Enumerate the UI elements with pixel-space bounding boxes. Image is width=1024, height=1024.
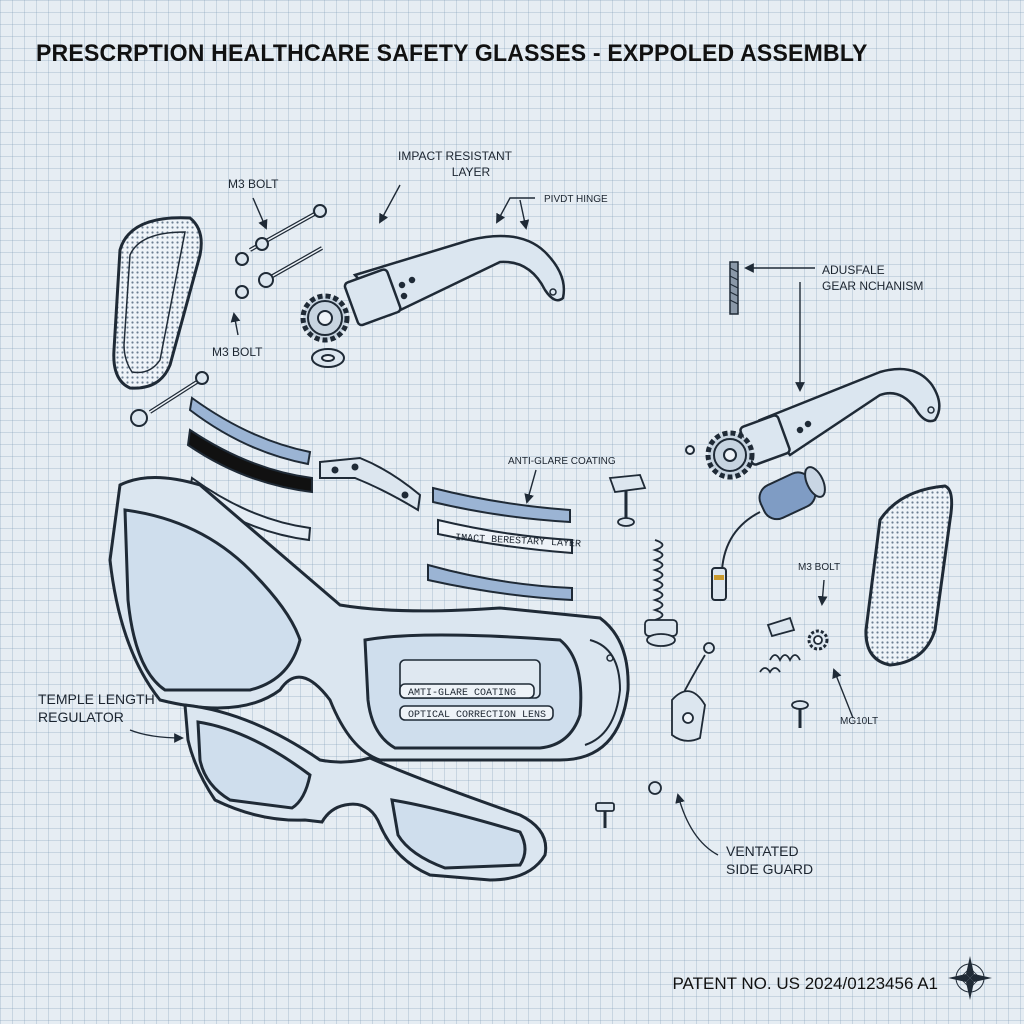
label-m3-bolt-right: M3 BOLT: [798, 562, 841, 573]
label-impact-resistant-line1: IMPACT RESISTANT: [398, 149, 513, 163]
label-ventilated-side-guard: VENTATED SIDE GUARD: [726, 842, 813, 878]
m3-bolt-upper: [235, 204, 327, 266]
motor-assembly: [711, 466, 826, 601]
lens-layer-strips-center: [427, 486, 573, 602]
upper-temple-arm: [343, 234, 566, 327]
label-temple-length-regulator: TEMPLE LENGTH REGULATOR: [38, 690, 155, 726]
adjustment-screw: [729, 261, 739, 315]
leader-lines: [129, 184, 854, 856]
lower-gear: [685, 430, 755, 480]
compass-rose-icon: [948, 956, 992, 1000]
label-adjustable-gear-line2: GEAR NCHANISM: [822, 279, 924, 293]
left-side-guard: [112, 216, 203, 390]
label-pivot-hinge: PIVDT HINGE: [544, 194, 608, 205]
lower-temple-arm: [739, 367, 941, 466]
m3-bolt-lower: [130, 371, 209, 427]
label-ventilated-line1: VENTATED: [726, 843, 799, 859]
label-m3-bolt-top: M3 BOLT: [228, 177, 279, 191]
label-ventilated-line2: SIDE GUARD: [726, 861, 814, 877]
lens-label-plates: [399, 659, 554, 721]
small-hardware: [595, 474, 829, 828]
lower-spectacles-frame: [183, 703, 548, 882]
label-impact-resistant-layer: IMPACT RESISTANT LAYER: [398, 148, 512, 180]
m3-bolt-middle: [235, 246, 323, 299]
nose-bridge-link: [319, 456, 422, 512]
label-impact-resistant-line2: LAYER: [451, 165, 491, 179]
optical-lens-text: OPTICAL CORRECTION LENS: [408, 710, 546, 721]
patent-number: PATENT NO. US 2024/0123456 A1: [672, 974, 938, 993]
anti-glare-lens-text: AMTI-GLARE COATING: [408, 688, 516, 699]
label-adjustable-gear: ADUSFALE GEAR NCHANISM: [822, 262, 923, 294]
label-temple-length-line1: TEMPLE LENGTH: [38, 691, 155, 707]
label-anti-glare-coating: ANTI-GLARE COATING: [508, 456, 616, 467]
label-adjustable-gear-line1: ADUSFALE: [822, 263, 885, 277]
label-mg-bolt: MG10LT: [840, 716, 879, 727]
diagram-title: PRESCRPTION HEALTHCARE SAFETY GLASSES - …: [36, 40, 868, 67]
upper-gear: [300, 293, 350, 368]
right-side-guard: [864, 484, 954, 667]
label-m3-bolt-left: M3 BOLT: [212, 345, 263, 359]
label-temple-length-line2: REGULATOR: [38, 709, 124, 725]
